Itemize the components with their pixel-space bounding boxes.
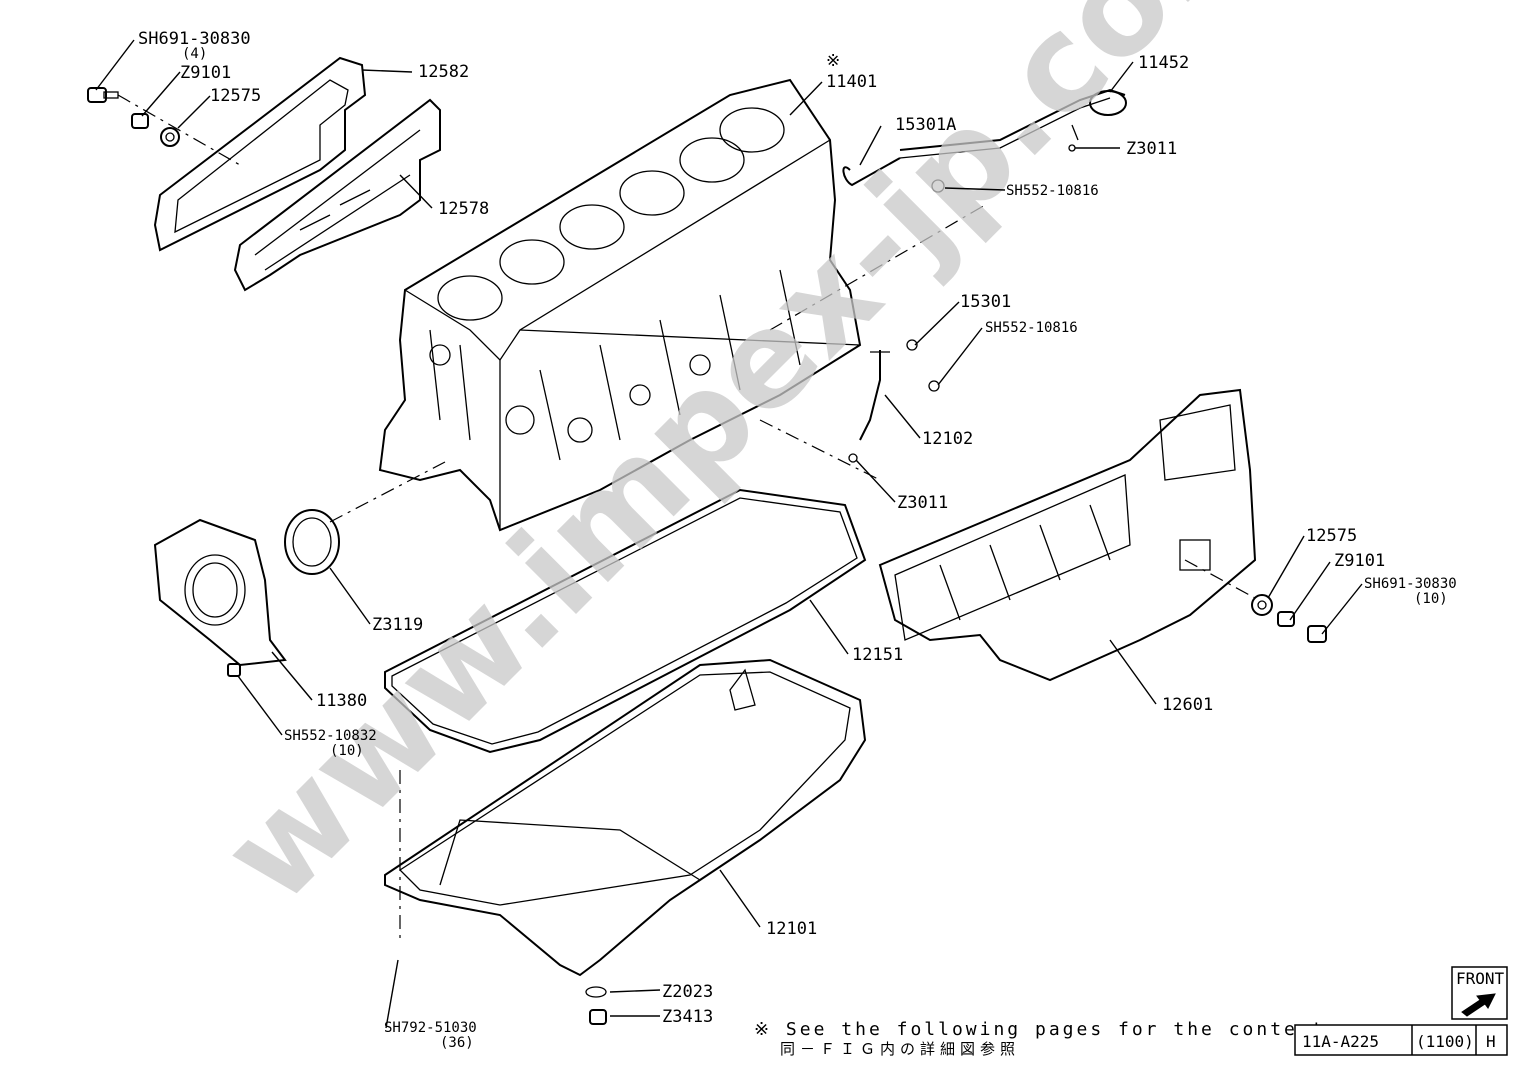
title-block: 11A-A225 (1100) H — [1294, 1024, 1508, 1056]
center-lines — [399, 204, 986, 940]
callout-sh552-10816-top: SH552-10816 — [1006, 183, 1099, 199]
callout-15301a: 15301A — [895, 115, 956, 135]
callout-12575-right: 12575 — [1306, 526, 1357, 546]
callout-12151: 12151 — [852, 645, 903, 665]
callout-z2023: Z2023 — [662, 982, 713, 1002]
callout-12601: 12601 — [1162, 695, 1213, 715]
callout-z3011-top: Z3011 — [1126, 139, 1177, 159]
right-side-cover — [878, 388, 1257, 682]
callout-z3413: Z3413 — [662, 1007, 713, 1027]
oil-pan — [384, 658, 867, 1025]
callout-sh792-51030: SH792-51030 — [384, 1020, 477, 1036]
front-indicator: FRONT — [1451, 966, 1508, 1020]
callout-sh552-10816-mid: SH552-10816 — [985, 320, 1078, 336]
callout-labels: SH691-30830 (4) Z9101 12575 12582 12578 … — [138, 29, 1457, 1051]
figure-range: (1100) — [1416, 1032, 1474, 1051]
callout-15301: 15301 — [960, 292, 1011, 312]
right-fasteners — [1184, 559, 1327, 643]
callout-star-mark: ※ — [826, 51, 840, 71]
cylinder-block — [378, 78, 862, 532]
callout-12102: 12102 — [922, 429, 973, 449]
callout-z9101-top: Z9101 — [180, 63, 231, 83]
callout-12578: 12578 — [438, 199, 489, 219]
callout-12582: 12582 — [418, 62, 469, 82]
callout-sh552-10832: SH552-10832 — [284, 728, 377, 744]
callout-z9101-right: Z9101 — [1334, 551, 1385, 571]
footnote-english: ※ See the following pages for the conten… — [754, 1019, 1339, 1040]
callout-qty-10-right: (10) — [1414, 591, 1448, 607]
callout-11452: 11452 — [1138, 53, 1189, 73]
footnote-japanese: 同－ＦＩＧ内の詳細図参照 — [780, 1040, 1020, 1058]
front-label: FRONT — [1456, 969, 1505, 988]
callout-11401: 11401 — [826, 72, 877, 92]
callout-z3119: Z3119 — [372, 615, 423, 635]
callout-sh691-30830-right: SH691-30830 — [1364, 576, 1457, 592]
oil-tube — [848, 339, 940, 463]
figure-code: 11A-A225 — [1302, 1032, 1379, 1051]
front-arrow-icon — [1461, 993, 1496, 1017]
callout-sh691-30830-top: SH691-30830 — [138, 29, 251, 49]
callout-qty-10-left: (10) — [330, 743, 364, 759]
top-left-fasteners — [87, 87, 241, 166]
cover-gasket — [153, 56, 367, 252]
callout-qty-4: (4) — [182, 46, 207, 62]
callout-12575-top: 12575 — [210, 86, 261, 106]
leader-lines — [95, 39, 1363, 1029]
oil-pan-gasket — [384, 488, 867, 754]
callout-11380: 11380 — [316, 691, 367, 711]
callout-qty-36: (36) — [440, 1035, 474, 1051]
side-cover — [233, 98, 441, 292]
callout-z3011-mid: Z3011 — [897, 493, 948, 513]
rear-seal-retainer — [153, 461, 446, 677]
callout-12101: 12101 — [766, 919, 817, 939]
figure-revision: H — [1486, 1032, 1496, 1051]
